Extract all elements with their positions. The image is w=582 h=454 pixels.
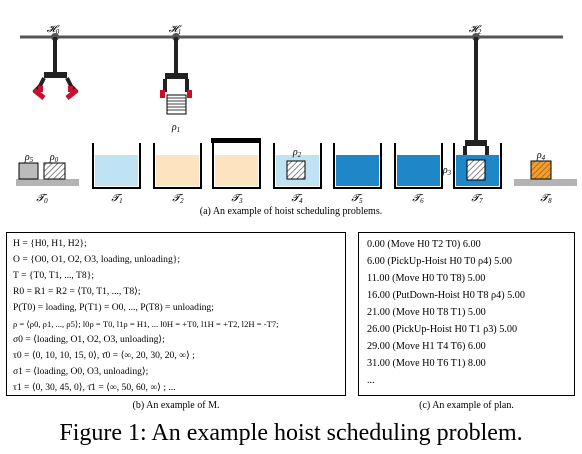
model-line-4: R0 = R1 = R2 = ⟨T0, T1, ..., T8⟩; <box>13 286 141 297</box>
tank-t6: 𝓣6 <box>394 143 443 205</box>
tank-t3-label: 𝓣3 <box>231 193 243 205</box>
model-line-8: τ0 = ⟨0, 10, 10, 15, 0⟩, τ̄0 = ⟨∞, 20, 3… <box>13 350 195 361</box>
panel-a-caption: (a) An example of hoist scheduling probl… <box>199 206 383 217</box>
model-line-5: P(T0) = loading, P(T1) = O0, ..., P(T8) … <box>13 302 214 313</box>
model-line-3: T = {T0, T1, ..., T8}; <box>13 270 94 281</box>
model-line-1: H = {H0, H1, H2}; <box>13 238 87 249</box>
tank-t5-label: 𝓣5 <box>351 193 363 205</box>
tank-t3: 𝓣3 <box>211 138 261 205</box>
plan-line-3: 11.00 (Move H0 T0 T8) 5.00 <box>367 273 486 284</box>
tank-t2: 𝓣2 <box>153 143 202 205</box>
plan-line-9: ... <box>367 375 375 386</box>
product-rho4-label: ρ4 <box>536 150 546 162</box>
tank-t8-label: 𝓣8 <box>540 193 552 205</box>
tank-t0: ρ5 ρ0 𝓣0 <box>16 152 79 205</box>
model-line-2: O = {O0, O1, O2, O3, loading, unloading}… <box>13 254 181 265</box>
plan-line-1: 0.00 (Move H0 T2 T0) 6.00 <box>367 239 481 250</box>
tank-t1-label: 𝓣1 <box>111 193 122 205</box>
tank-t1: 𝓣1 <box>92 143 141 205</box>
model-line-10: τ1 = ⟨0, 30, 45, 0⟩, τ̄1 = ⟨∞, 50, 60, ∞… <box>13 382 176 393</box>
tank-t2-label: 𝓣2 <box>172 193 184 205</box>
panel-c-caption: (c) An example of plan. <box>419 400 514 411</box>
hoist-h0: 𝓗0 <box>32 24 79 100</box>
plan-line-7: 29.00 (Move H1 T4 T6) 6.00 <box>367 341 486 352</box>
model-line-6: ρ = ⟨ρ0, ρ1, ..., ρ5⟩; l0ρ = T0, l1ρ = H… <box>13 319 279 329</box>
plan-line-8: 31.00 (Move H0 T6 T1) 8.00 <box>367 358 486 369</box>
hoist-h2: 𝓗2 <box>460 24 492 163</box>
model-line-7: σ0 = ⟨loading, O1, O2, O3, unloading⟩; <box>13 334 165 345</box>
tank-t4-label: 𝓣4 <box>291 193 303 205</box>
tank-t5: 𝓣5 <box>333 143 382 205</box>
product-rho5-label: ρ5 <box>24 152 34 164</box>
figure-caption: Figure 1: An example hoist scheduling pr… <box>59 420 523 446</box>
plan-line-6: 26.00 (PickUp-Hoist H0 T1 ρ3) 5.00 <box>367 324 518 335</box>
plan-line-2: 6.00 (PickUp-Hoist H0 T0 ρ4) 5.00 <box>367 256 512 267</box>
plan-line-5: 21.00 (Move H0 T8 T1) 5.00 <box>367 307 486 318</box>
tank-t7-label: 𝓣7 <box>471 193 483 205</box>
product-rho1-label: ρ1 <box>171 122 180 134</box>
tank-t8: ρ4 𝓣8 <box>514 150 577 205</box>
product-rho0-label: ρ0 <box>49 152 59 164</box>
plan-line-4: 16.00 (PutDown-Hoist H0 T8 ρ4) 5.00 <box>367 290 525 301</box>
panel-b-caption: (b) An example of M. <box>132 400 220 411</box>
model-line-9: σ1 = ⟨loading, O0, O3, unloading⟩; <box>13 366 149 377</box>
tank-t6-label: 𝓣6 <box>412 193 424 205</box>
model-box: H = {H0, H1, H2}; O = {O0, O1, O2, O3, l… <box>6 232 346 396</box>
tank-t0-label: 𝓣0 <box>36 193 48 205</box>
tank-t7: ρ3 𝓣7 <box>442 143 502 205</box>
hoist-h1: 𝓗1 ρ1 <box>160 24 192 134</box>
product-rho2-label: ρ2 <box>292 147 302 159</box>
tank-t4: ρ2 𝓣4 <box>273 143 322 205</box>
product-rho3-label: ρ3 <box>442 165 452 177</box>
plan-box: 0.00 (Move H0 T2 T0) 6.00 6.00 (PickUp-H… <box>358 232 575 396</box>
